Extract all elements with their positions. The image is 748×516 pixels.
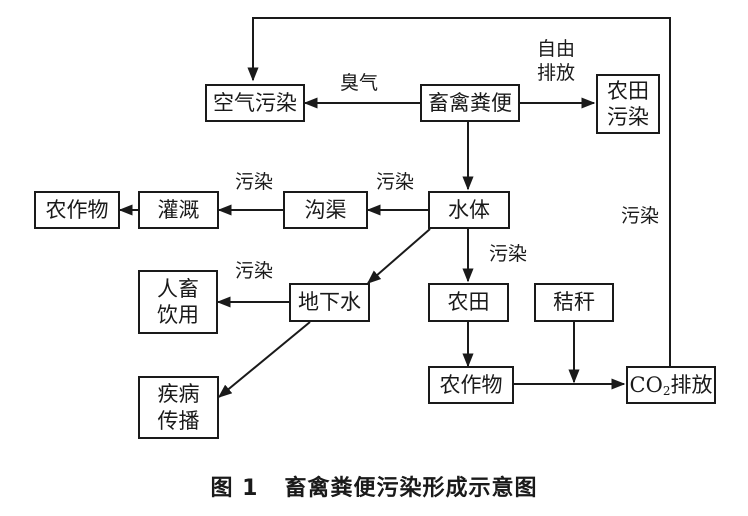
arrow-groundwater-to-disease [217,321,311,398]
node-ditch: 沟渠 [283,191,368,229]
node-co2-label: CO2排放 [630,372,713,399]
node-crops-bottom-label: 农作物 [439,372,503,397]
node-water-body: 水体 [428,191,510,229]
edge-label-pollution-farmland: 污染 [489,243,528,265]
edge-label-free-discharge-line2: 排放 [537,61,576,84]
node-crops-left-label: 农作物 [45,197,109,222]
node-groundwater-label: 地下水 [298,290,361,315]
edge-label-free-discharge: 自由 排放 [537,38,575,86]
node-farmland-pollution-line1: 农田 [607,78,649,103]
node-farmland-pollution: 农田 污染 [596,74,660,134]
co2-suffix: 排放 [670,372,713,397]
edge-label-odor: 臭气 [340,72,379,94]
node-disease-line2: 传播 [157,408,200,433]
edge-label-pollution-co2: 污染 [621,205,660,227]
node-disease-line1: 疾病 [157,382,200,407]
node-human-livestock-drinking: 人畜 饮用 [138,270,218,334]
node-straw-label: 秸秆 [553,290,595,315]
node-disease-spread: 疾病 传播 [138,376,219,439]
edge-label-pollution-ditch: 污染 [376,171,415,193]
node-farmland: 农田 [428,283,509,322]
figure-caption: 图 1 畜禽粪便污染形成示意图 [0,470,748,502]
node-air-pollution: 空气污染 [205,84,305,122]
node-crops-left: 农作物 [34,191,120,229]
arrow-co2-to-air-loop [247,17,671,366]
node-farmland-pollution-line2: 污染 [607,105,649,129]
node-groundwater: 地下水 [289,283,370,322]
node-human-livestock-line1: 人畜 [157,276,199,301]
node-water-body-label: 水体 [448,197,490,222]
co2-prefix: CO [629,372,663,397]
edge-label-pollution-irrigation: 污染 [235,171,274,193]
node-air-pollution-label: 空气污染 [213,90,297,115]
node-co2-emission: CO2排放 [626,366,716,404]
node-irrigation: 灌溉 [138,191,219,229]
figure-title: 畜禽粪便污染形成示意图 [284,476,538,501]
node-manure: 畜禽粪便 [420,84,520,122]
node-manure-label: 畜禽粪便 [428,90,512,115]
node-farmland-label: 农田 [447,290,490,315]
node-irrigation-label: 灌溉 [157,197,200,222]
node-crops-bottom: 农作物 [428,366,514,404]
co2-subscript: 2 [662,383,671,398]
figure-number: 图 1 [210,476,259,501]
node-straw: 秸秆 [534,283,614,322]
arrow-water-to-groundwater [366,228,431,284]
node-ditch-label: 沟渠 [304,197,347,222]
edge-label-pollution-groundwater: 污染 [235,260,274,282]
node-human-livestock-line2: 饮用 [157,303,199,327]
edge-label-free-discharge-line1: 自由 [537,38,576,60]
